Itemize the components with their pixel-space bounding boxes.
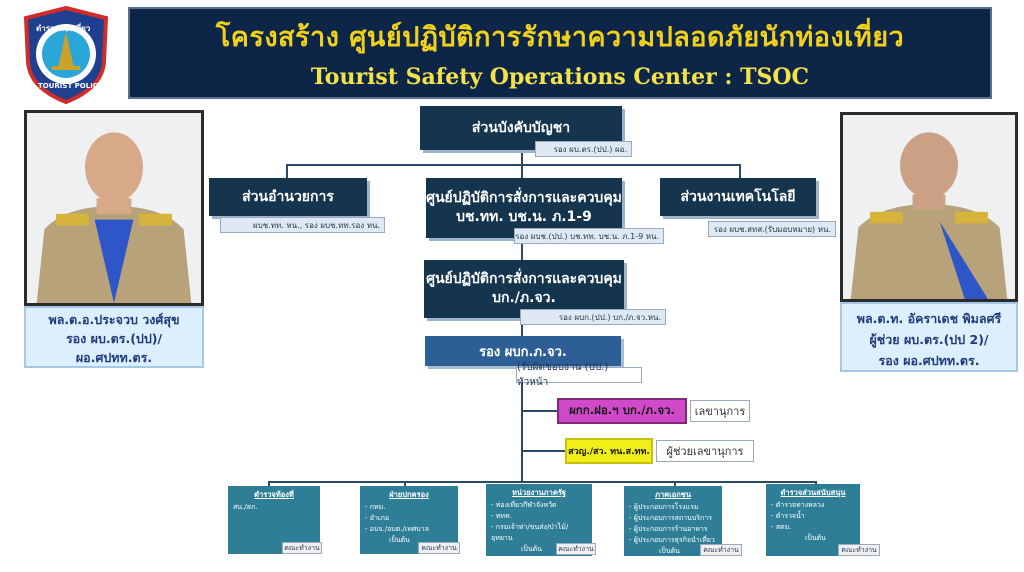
asst-secretary-label: สวญ./สว. ทน.ส.ทท. [568,447,650,457]
ops-center2-line2: บก./ภ.จว. [492,290,556,306]
team-line: - ผู้ประกอบการสถานบริการ [629,514,712,522]
connector [268,481,816,483]
connector [521,318,523,336]
team-badge: คณะทำงาน [556,543,596,555]
title-banner: โครงสร้าง ศูนย์ปฏิบัติการรักษาความปลอดภั… [128,7,992,99]
team-line: - ผู้ประกอบการโรงแรม [629,503,699,511]
team-suffix: เป็นต้น [389,536,410,544]
team-suffix: เป็นต้น [659,547,680,555]
team-line: - อำเภอ [365,514,390,522]
portrait-right [840,112,1018,302]
team-badge: คณะทำงาน [418,542,460,554]
command-section-label: ส่วนบังคับบัญชา [471,119,571,136]
team-line: - กรมเจ้าท่า/ขนส่ง/ป่าไม้/ [491,523,569,531]
right-official-role: รอง ผอ.ศปทท.ตร. [878,353,980,368]
ops-center2-tag: รอง ผบก.(ปป.) บก./ภ.จว.หน. [520,309,666,325]
team-heading: หน่วยงานภาครัฐ [511,488,567,497]
team-line: - ตำรวจทางหลวง [771,501,825,509]
connector [674,481,676,489]
team-badge: คณะทำงาน [700,544,742,556]
connector [404,481,406,489]
ops-center2-line1: ศูนย์ปฏิบัติการสั่งการและควบคุม [426,271,622,287]
deputy-tag: (รับผิดชอบงาน (ปป.) หัวหน้า [516,362,642,388]
admin-section-box: ส่วนอำนวยการ [209,178,367,216]
connector [286,164,288,178]
tech-section-tag: รอง ผบช.สทส.(รับมอบหมาย) หน. [708,221,836,237]
team-heading: ตำรวจท้องที่ [254,490,294,499]
secretary-label: ผกก.ฝอ.ฯ บก./ภ.จว. [569,403,675,417]
team-line: - ท่องเที่ยวกีฬาจังหวัด [491,501,557,509]
secretary-note: เลขานุการ [690,400,750,422]
connector [521,410,557,412]
connector [739,164,741,178]
connector [286,164,740,166]
right-official-position: ผู้ช่วย ผบ.ตร.(ปป 2)/ [869,332,989,347]
team-line: - ผู้ประกอบการร้านอาหาร [629,525,708,533]
team-suffix: เป็นต้น [805,534,826,542]
command-section-tag: รอง ผบ.ตร.(ปป.) ผอ. [535,141,632,157]
team-badge: คณะทำงาน [282,542,322,554]
secretary-box: ผกก.ฝอ.ฯ บก./ภ.จว. [557,398,687,424]
asst-secretary-box: สวญ./สว. ทน.ส.ทท. [565,438,653,464]
right-official-name: พล.ต.ท. อัคราเดช พิมลศรี [856,311,1002,326]
connector [521,450,565,452]
ops-center-line1: ศูนย์ปฏิบัติการสั่งการและควบคุม [426,190,622,206]
connector [268,481,270,489]
tech-section-box: ส่วนงานเทคโนโลยี [660,178,816,216]
namecard-right: พล.ต.ท. อัคราเดช พิมลศรี ผู้ช่วย ผบ.ตร.(… [840,302,1018,372]
admin-section-tag: ผบช.ทท. หน., รอง ผบช.ทท.รอง หน. [220,217,385,233]
team-line: - ตำรวจน้ำ [771,512,805,520]
team-line: - ผู้ประกอบการธุรกิจนำเที่ยว [629,536,715,544]
tourist-police-logo: ตำรวจท่องเที่ยว TOURIST POLICE [18,5,114,105]
logo-text-bottom: TOURIST POLICE [38,82,103,90]
left-official-role: ผอ.ศปทท.ตร. [75,350,153,365]
left-official-name: พล.ต.อ.ประจวบ วงศ์สุข [48,312,180,327]
asst-secretary-note: ผู้ช่วยเลขานุการ [656,440,754,462]
team-line: - ททท. [491,512,512,520]
team-badge: คณะทำงาน [838,544,880,556]
deputy-box: รอง ผบก.ภ.จว. [425,336,621,366]
team-line: อุทยาน [491,534,513,542]
portrait-left [24,110,204,306]
deputy-label: รอง ผบก.ภ.จว. [479,344,567,360]
team-line: - กทม. [365,503,386,511]
tech-section-label: ส่วนงานเทคโนโลยี [680,188,796,205]
ops-center2-box: ศูนย์ปฏิบัติการสั่งการและควบคุม บก./ภ.จว… [424,260,624,318]
team-line: สน./สภ. [233,503,258,511]
left-official-position: รอง ผบ.ตร.(ปป)/ [65,331,163,346]
team-line: - อบจ./อบต./เทศบาล [365,525,429,533]
connector [521,238,523,260]
title-thai: โครงสร้าง ศูนย์ปฏิบัติการรักษาความปลอดภั… [215,22,905,53]
admin-section-label: ส่วนอำนวยการ [242,188,334,205]
connector [521,374,523,482]
ops-center-line2: บช.ทท. บช.น. ภ.1-9 [456,209,592,225]
team-line: - สตม. [771,523,792,531]
title-english: Tourist Safety Operations Center : TSOC [310,64,810,90]
logo-text-top: ตำรวจท่องเที่ยว [36,24,91,33]
team-heading: ฝ่ายปกครอง [389,490,429,499]
team-heading: ภาคเอกชน [655,490,691,499]
team-heading: ตำรวจส่วนสนับสนุน [780,488,846,497]
namecard-left: พล.ต.อ.ประจวบ วงศ์สุข รอง ผบ.ตร.(ปป)/ ผอ… [24,306,204,368]
team-box-3: ภาคเอกชน - ผู้ประกอบการโรงแรม - ผู้ประกอ… [624,486,722,556]
ops-center-tag: รอง ผบช.(ปป.) บช.ทท. บช.น. ภ.1-9 หน. [514,228,664,244]
team-suffix: เป็นต้น [521,545,542,553]
